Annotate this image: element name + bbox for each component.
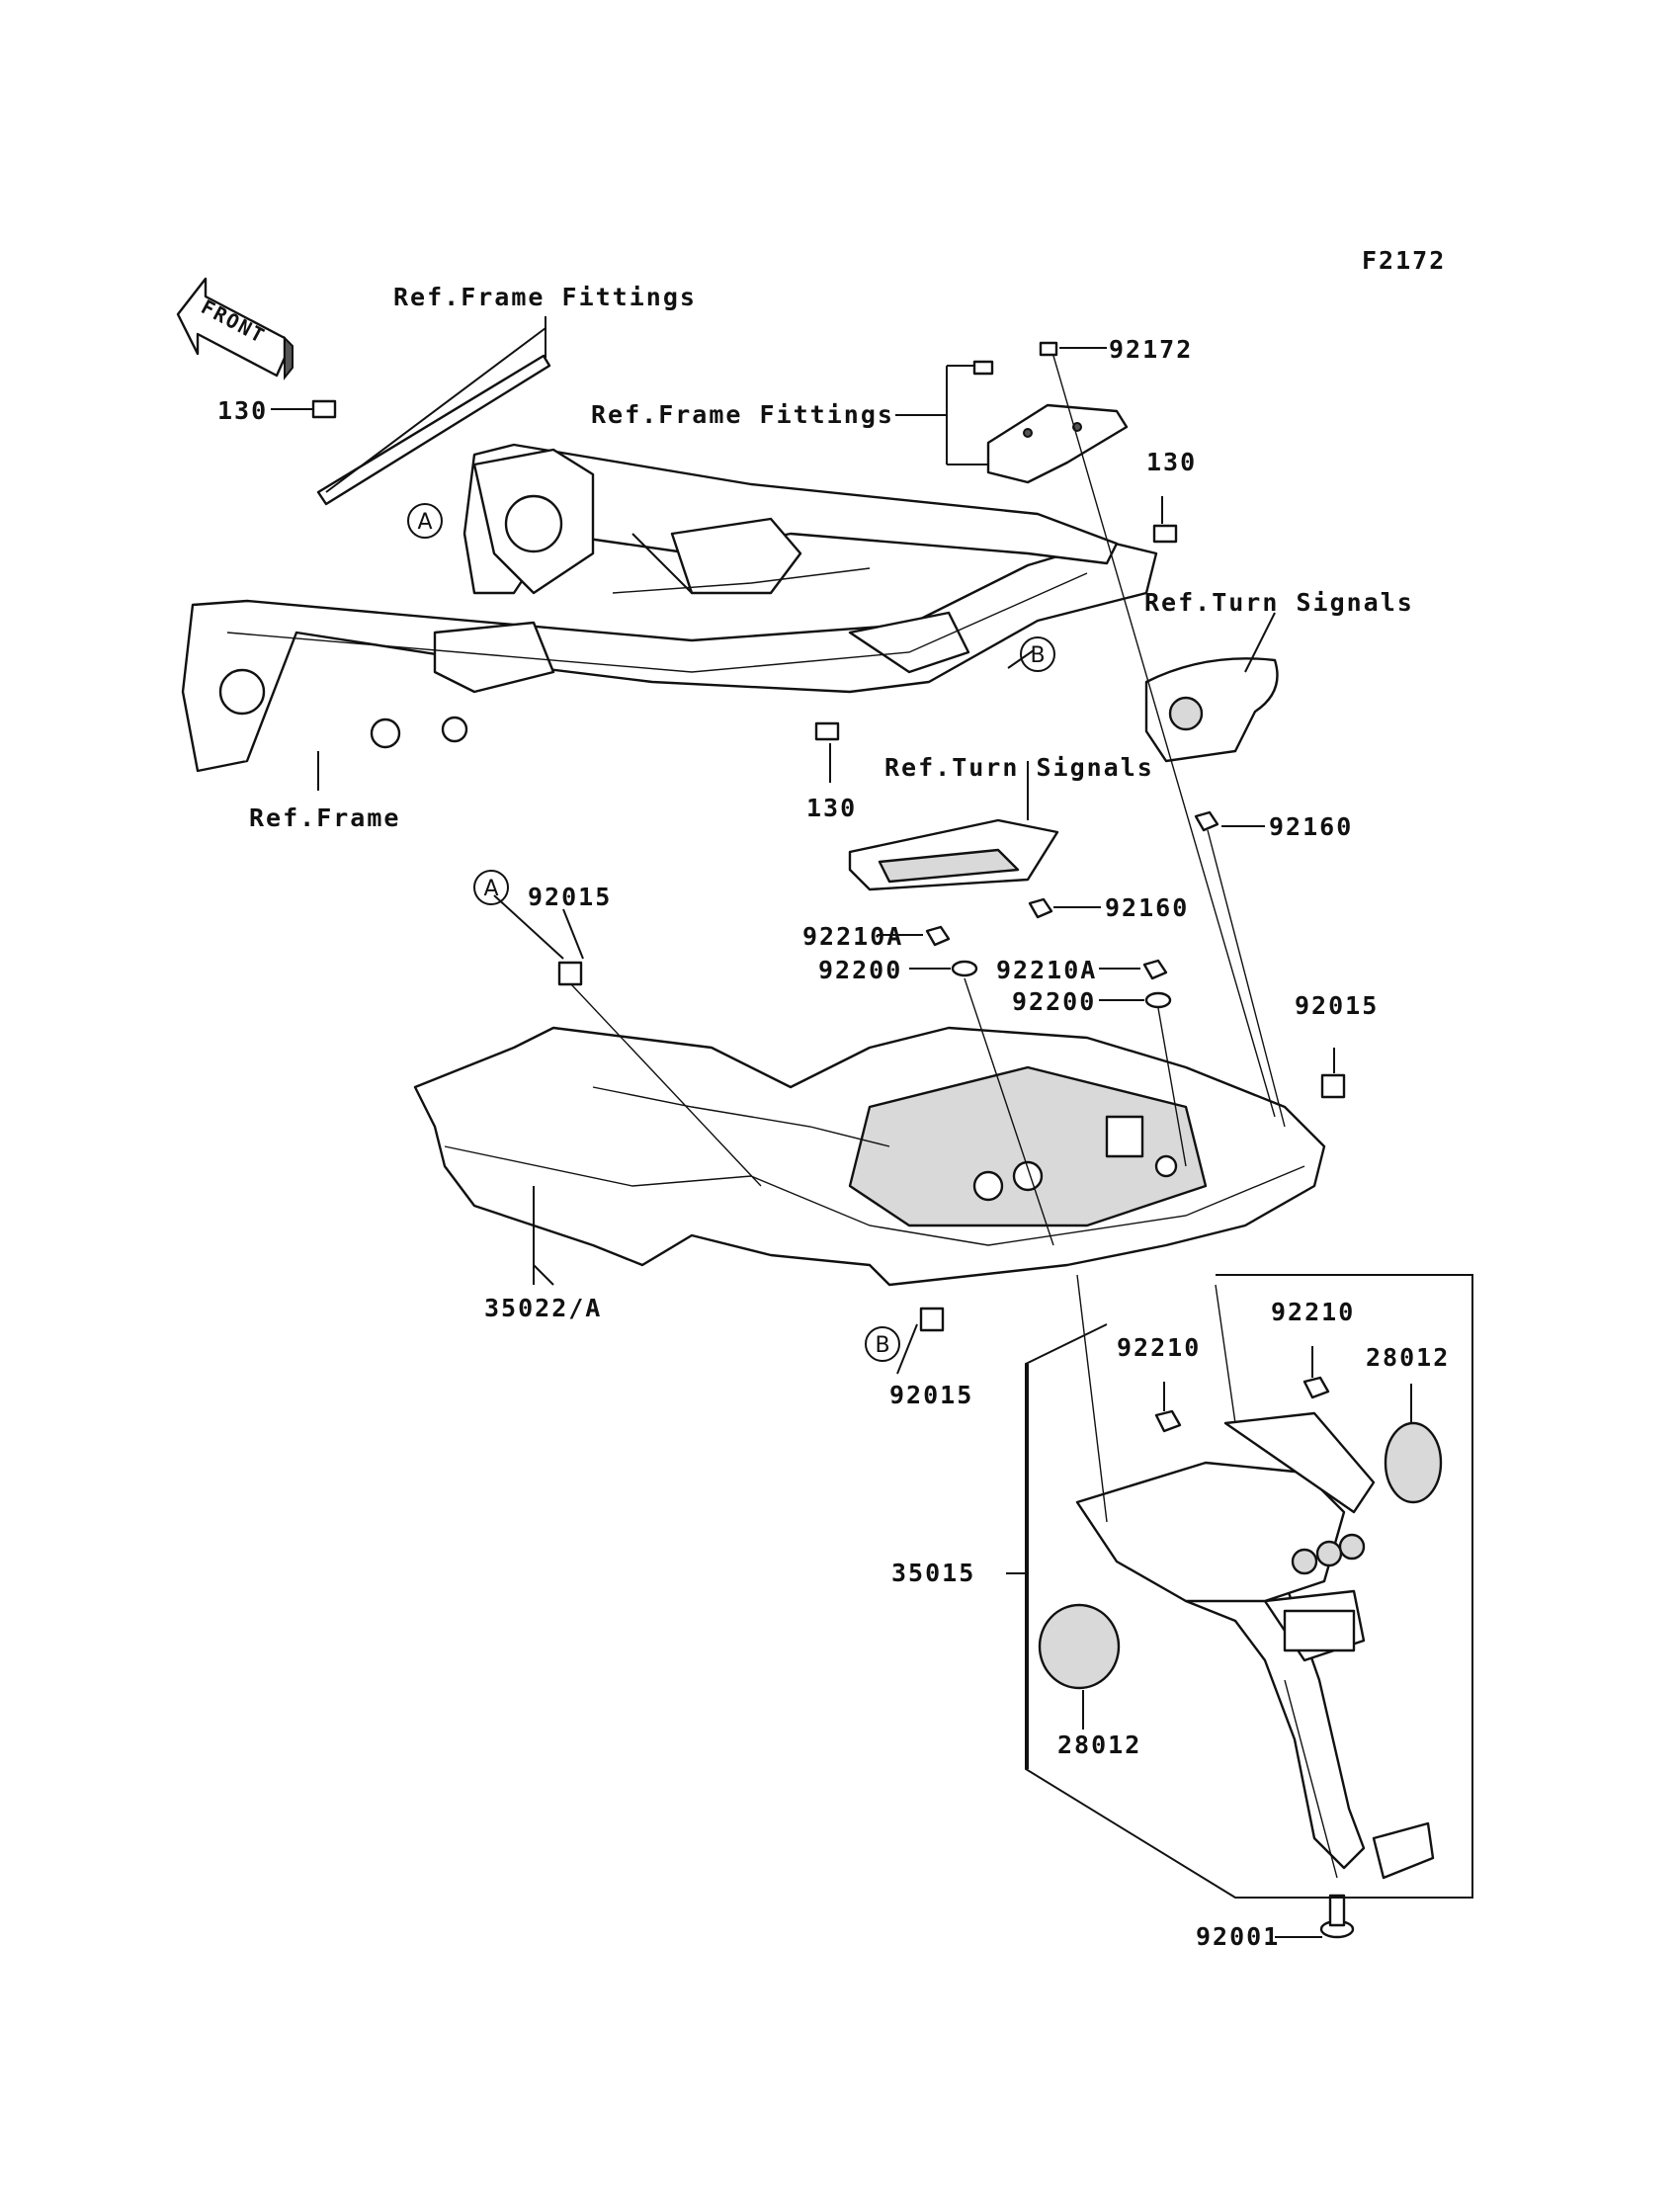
ref-mark-b-lower: B — [865, 1326, 900, 1362]
rear-frame-assembly — [181, 443, 1158, 773]
assembly-group-box — [1025, 1274, 1473, 1899]
turn-signal-right — [1144, 657, 1279, 763]
part-label-92210-right: 92210 — [1271, 1298, 1355, 1326]
bolt-130-center-icon — [814, 721, 840, 741]
ref-mark-a-lower: A — [473, 870, 509, 905]
bolt-130-right-icon — [1152, 524, 1178, 544]
part-label-130-left: 130 — [217, 396, 268, 425]
ref-mark-b-upper-label: B — [1030, 643, 1045, 668]
screw-92172-icon — [1039, 341, 1058, 357]
nut-92160-mid-icon — [1028, 897, 1053, 919]
ref-mark-b-upper: B — [1020, 636, 1055, 672]
turn-signal-mid — [848, 818, 1059, 891]
part-label-92210A-right: 92210A — [996, 956, 1097, 984]
nut-92210A-right-icon — [1142, 959, 1168, 980]
figure-code: F2172 — [1362, 246, 1446, 275]
nut-92210-left-icon — [1154, 1409, 1182, 1433]
frame-fitting-bar — [316, 316, 551, 506]
part-label-92015-a: 92015 — [528, 883, 612, 911]
part-label-92200-left: 92200 — [818, 956, 902, 984]
part-label-92172: 92172 — [1109, 335, 1193, 364]
part-label-130-right: 130 — [1146, 448, 1197, 476]
screw-top-icon — [972, 360, 994, 376]
ref-frame-label: Ref.Frame — [249, 803, 400, 832]
part-label-92015-right: 92015 — [1295, 991, 1379, 1020]
rear-fender-license-bracket — [1075, 1411, 1435, 1880]
ref-frame-fittings-mid-label: Ref.Frame Fittings — [591, 400, 894, 429]
reflector-left — [1038, 1603, 1121, 1690]
bolt-130-left-icon — [311, 399, 337, 419]
ref-mark-b-lower-label: B — [875, 1333, 889, 1358]
part-label-92015-b: 92015 — [889, 1381, 973, 1409]
screw-92001-icon — [1319, 1894, 1355, 1939]
part-label-28012-right: 28012 — [1366, 1343, 1450, 1372]
washer-92200-left-icon — [951, 960, 978, 977]
front-direction-arrow: FRONT — [176, 277, 294, 380]
washer-92200-right-icon — [1144, 991, 1172, 1009]
collar-92015-a-icon — [557, 961, 583, 986]
part-label-130-center: 130 — [806, 794, 857, 822]
part-label-92200-right: 92200 — [1012, 987, 1096, 1016]
part-label-28012-left: 28012 — [1057, 1731, 1141, 1759]
part-label-35015: 35015 — [891, 1559, 975, 1587]
part-label-92001: 92001 — [1196, 1922, 1280, 1951]
ref-frame-fittings-top-label: Ref.Frame Fittings — [393, 283, 697, 311]
nut-92210-right-icon — [1302, 1376, 1330, 1399]
part-label-35022a: 35022/A — [484, 1294, 602, 1322]
fitting-bracket — [986, 403, 1129, 484]
ref-mark-a-lower-label: A — [483, 877, 498, 901]
part-label-92160-mid: 92160 — [1105, 893, 1189, 922]
ref-turn-signals-right-label: Ref.Turn Signals — [1144, 588, 1414, 617]
part-label-92160-right: 92160 — [1269, 812, 1353, 841]
nut-92160-right-icon — [1194, 810, 1219, 832]
rear-fender-inner — [413, 1026, 1326, 1287]
part-label-92210A-left: 92210A — [802, 922, 903, 951]
nut-92210A-left-icon — [925, 925, 951, 947]
assembly-lines — [570, 355, 1338, 1879]
ref-mark-a-upper-label: A — [417, 510, 432, 535]
ref-turn-signals-mid-label: Ref.Turn Signals — [884, 753, 1154, 782]
part-label-92210-left: 92210 — [1117, 1333, 1201, 1362]
collar-92015-right-icon — [1320, 1073, 1346, 1099]
reflector-right — [1384, 1421, 1443, 1504]
ref-mark-a-upper: A — [407, 503, 443, 539]
leader-lines — [271, 327, 1412, 1938]
collar-92015-b-icon — [919, 1307, 945, 1332]
